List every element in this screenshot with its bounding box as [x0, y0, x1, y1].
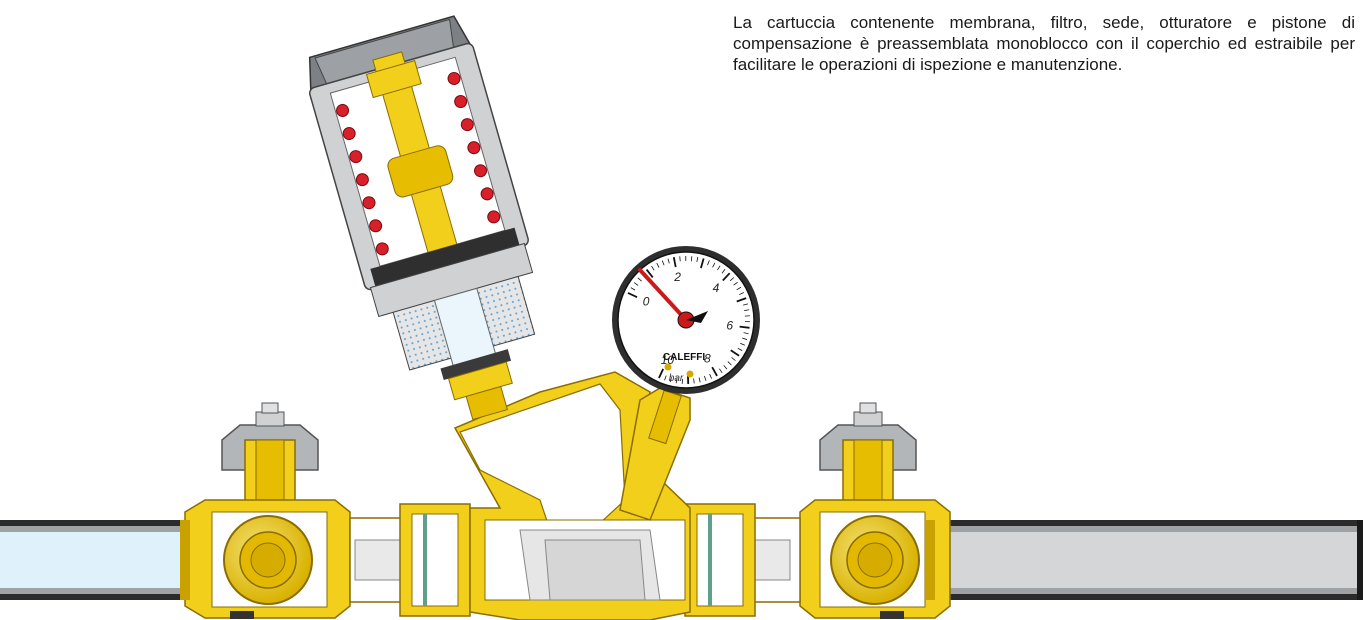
gauge-tick — [737, 347, 743, 351]
gauge-tick — [739, 292, 744, 296]
spring-coil-dot — [460, 118, 474, 132]
spring-coil-dot — [474, 164, 488, 178]
spring-coil-dot — [467, 141, 481, 155]
gauge-tick — [696, 257, 699, 263]
gauge-scale-label: 8 — [704, 351, 711, 365]
gauge-scale-labels: 0 2 4 6 8 10 — [643, 270, 734, 367]
gauge-tick — [731, 357, 736, 361]
gauge-tick — [656, 262, 660, 268]
spring-coil-dot — [487, 210, 501, 224]
gauge-tick — [672, 257, 677, 268]
gauge-tick — [733, 281, 738, 286]
left-union-connector — [349, 503, 481, 617]
spring-coil-dot — [342, 127, 356, 141]
gauge-stem — [619, 387, 691, 521]
gauge-tick — [712, 262, 716, 268]
gauge-tick — [675, 378, 678, 384]
gauge-tick — [704, 375, 707, 381]
gauge-tick — [633, 282, 639, 286]
description-caption: La cartuccia contenente membrana, filtro… — [733, 13, 1355, 74]
gauge-scale-label: 4 — [713, 281, 720, 295]
gauge-tick — [727, 361, 732, 366]
pressure-gauge: 0 2 4 6 8 10 CALEFFI bar — [612, 246, 760, 394]
gauge-tick — [742, 337, 748, 340]
gauge-tick — [667, 258, 670, 264]
gauge-tick — [693, 378, 695, 384]
gauge-tick — [630, 287, 636, 291]
spring-coil-dot — [447, 71, 461, 85]
spring-coil-dot — [480, 187, 494, 201]
spring-coil-dot — [362, 196, 376, 210]
gauge-tick — [722, 272, 731, 282]
gauge-ticks — [627, 255, 750, 384]
gauge-tick — [700, 258, 705, 269]
gauge-scale-label: 0 — [643, 294, 650, 308]
spring-coil-dot — [375, 242, 389, 256]
pipe-right — [925, 520, 1363, 600]
spring-coil-dot — [369, 219, 383, 233]
gauge-tick — [740, 342, 745, 346]
gauge-tick — [627, 292, 638, 298]
gauge-scale-label: 2 — [673, 270, 681, 284]
gauge-tick — [645, 269, 654, 279]
gauge-tick — [742, 303, 749, 306]
left-ball-valve — [180, 402, 351, 619]
gauge-brand-label: CALEFFI — [663, 352, 705, 363]
gauge-tick — [736, 286, 742, 291]
gauge-tick — [744, 309, 750, 311]
gauge-unit-label: bar — [669, 373, 684, 384]
gauge-tick — [729, 277, 735, 282]
gauge-needle — [638, 268, 688, 322]
gauge-tick — [717, 265, 721, 271]
gauge-tick — [651, 265, 655, 271]
gauge-tick — [698, 377, 701, 383]
gauge-tick — [719, 368, 723, 374]
gauge-tick — [721, 269, 726, 274]
gauge-tick — [664, 375, 667, 381]
gauge-screw-right — [686, 370, 694, 378]
gauge-scale-label: 10 — [661, 353, 675, 367]
spring-coil-dot — [336, 103, 350, 117]
gauge-tick — [739, 325, 750, 329]
removable-cartridge — [308, 15, 536, 421]
gauge-tick — [711, 366, 718, 377]
gauge-tick — [707, 260, 710, 266]
gauge-tick — [661, 260, 665, 266]
gauge-tick — [637, 277, 642, 282]
right-ball-valve — [799, 402, 951, 619]
gauge-tick — [736, 297, 747, 303]
gauge-tick — [743, 332, 749, 335]
spring-coil-dot — [349, 150, 363, 164]
gauge-tick — [730, 349, 740, 357]
spring-coil-dot — [454, 95, 468, 109]
gauge-tick — [709, 373, 712, 379]
gauge-tick — [723, 365, 728, 370]
gauge-tick — [658, 368, 664, 379]
reducer-valve-body — [453, 371, 691, 620]
gauge-screw-left — [664, 363, 672, 371]
spring-coil-dot — [355, 173, 369, 187]
right-union-connector — [679, 503, 801, 617]
gauge-tick — [669, 377, 672, 383]
spring-coils — [336, 71, 501, 256]
gauge-scale-label: 6 — [726, 318, 733, 332]
